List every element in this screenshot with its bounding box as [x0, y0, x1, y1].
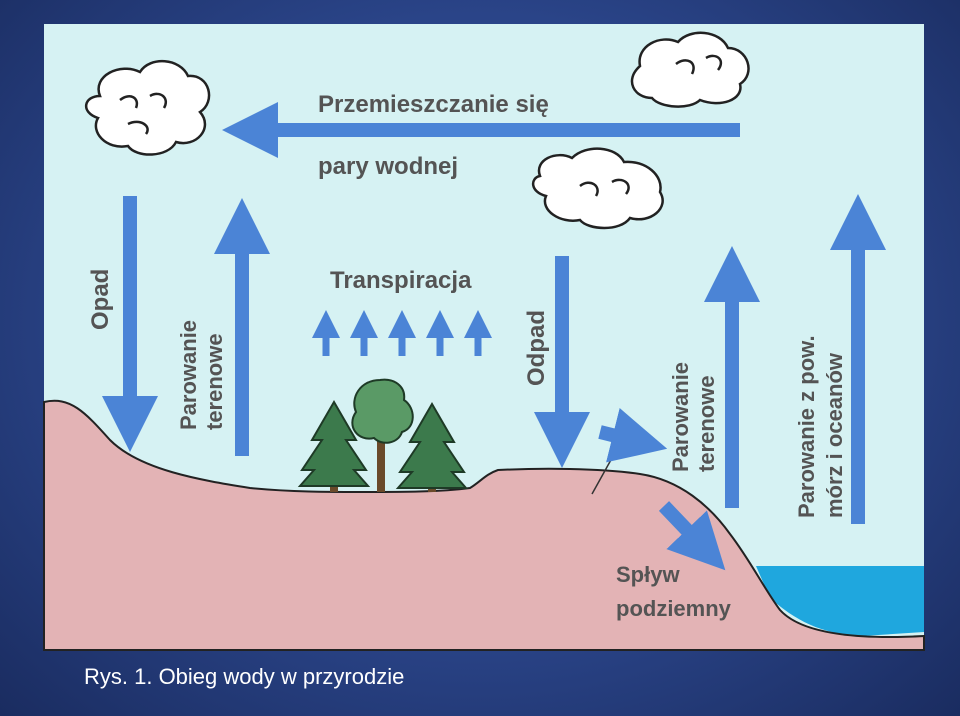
arrow-icon: [598, 408, 668, 463]
ground-terrain: [43, 399, 925, 651]
sea-water: [756, 566, 924, 636]
label-terrain-evaporation-right-line1: Parowanie: [668, 362, 693, 472]
tree-icon: [351, 378, 414, 492]
label-terrain-evaporation-left-line1: Parowanie: [176, 320, 201, 430]
cloud-icon: [532, 147, 664, 230]
label-precipitation-left: Opad: [87, 269, 114, 330]
tree-icon: [297, 400, 371, 492]
label-groundwater-flow-line2: podziemny: [616, 596, 732, 621]
arrow-icon: [658, 501, 726, 571]
label-ocean-evaporation-line1: Parowanie z pow.: [794, 335, 819, 518]
label-transpiration: Transpiracja: [330, 267, 472, 294]
label-vapor-movement-line2: pary wodnej: [318, 153, 458, 180]
label-vapor-movement-line1: Przemieszczanie się: [318, 91, 549, 118]
label-terrain-evaporation-left-line2: terenowe: [202, 333, 227, 430]
figure-caption: Rys. 1. Obieg wody w przyrodzie: [84, 664, 405, 689]
label-groundwater-flow-line1: Spływ: [616, 562, 680, 587]
label-ocean-evaporation-line2: mórz i oceanów: [822, 352, 847, 518]
cloud-icon: [85, 59, 211, 156]
tree-icon: [395, 402, 469, 492]
label-terrain-evaporation-right-line2: terenowe: [694, 375, 719, 472]
label-precipitation-right: Odpad: [523, 310, 550, 386]
cloud-icon: [630, 31, 750, 108]
soil-crack-line: [591, 457, 613, 495]
